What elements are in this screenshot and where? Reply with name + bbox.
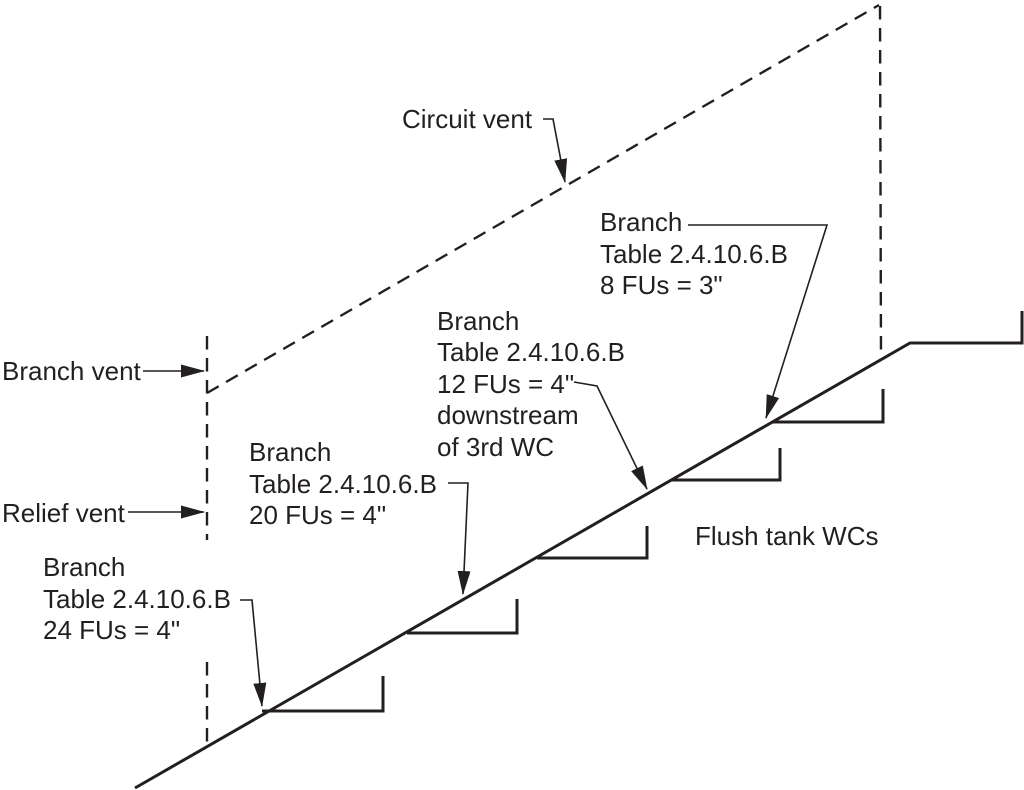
wc-fixture-5 xyxy=(407,599,519,635)
branch-24fu-leader xyxy=(240,599,267,707)
branch-12fu-leader xyxy=(573,381,648,490)
branch-vent-label: Branch vent xyxy=(2,356,142,386)
annotation-line: Table 2.4.10.6.B xyxy=(437,337,625,367)
circuit-vent-line xyxy=(206,3,880,395)
annotation-line: Branch xyxy=(43,552,125,582)
annotation-line: downstream xyxy=(437,400,579,430)
flush-tank-wcs-label: Flush tank WCs xyxy=(695,521,879,551)
annotation-line: Table 2.4.10.6.B xyxy=(600,239,788,269)
circuit-vent-drop-line xyxy=(878,5,883,359)
annotation-line: Table 2.4.10.6.B xyxy=(249,469,437,499)
annotation-line: Table 2.4.10.6.B xyxy=(43,584,231,614)
annotation-line: 12 FUs = 4" xyxy=(437,369,574,399)
annotation-line: Branch xyxy=(600,207,682,237)
circuit-vent-leader xyxy=(543,118,568,183)
annotation-line: 8 FUs = 3" xyxy=(600,270,723,300)
branch-12fu-annotation: Branch Table 2.4.10.6.B 12 FUs = 4" down… xyxy=(437,306,625,462)
annotation-line: 24 FUs = 4" xyxy=(43,615,180,645)
branch-20fu-annotation: Branch Table 2.4.10.6.B 20 FUs = 4" xyxy=(249,437,437,530)
branch-8fu-leader xyxy=(688,224,829,419)
branch-24fu-annotation: Branch Table 2.4.10.6.B 24 FUs = 4" xyxy=(43,552,231,645)
wc-fixture-3 xyxy=(672,448,782,482)
annotation-line: Branch xyxy=(437,306,519,336)
annotation-line: Branch xyxy=(249,437,331,467)
annotation-line: 20 FUs = 4" xyxy=(249,500,386,530)
branch-drain-line xyxy=(134,311,1024,790)
wc-fixture-4 xyxy=(537,526,649,560)
wc-fixture-6 xyxy=(262,676,385,713)
annotation-line: of 3rd WC xyxy=(437,432,554,462)
relief-vent-label: Relief vent xyxy=(2,498,126,528)
branch-20fu-leader xyxy=(448,482,471,595)
branch-8fu-annotation: Branch Table 2.4.10.6.B 8 FUs = 3" xyxy=(600,207,788,300)
circuit-vent-label: Circuit vent xyxy=(402,104,533,134)
wc-fixture-2 xyxy=(773,389,885,424)
